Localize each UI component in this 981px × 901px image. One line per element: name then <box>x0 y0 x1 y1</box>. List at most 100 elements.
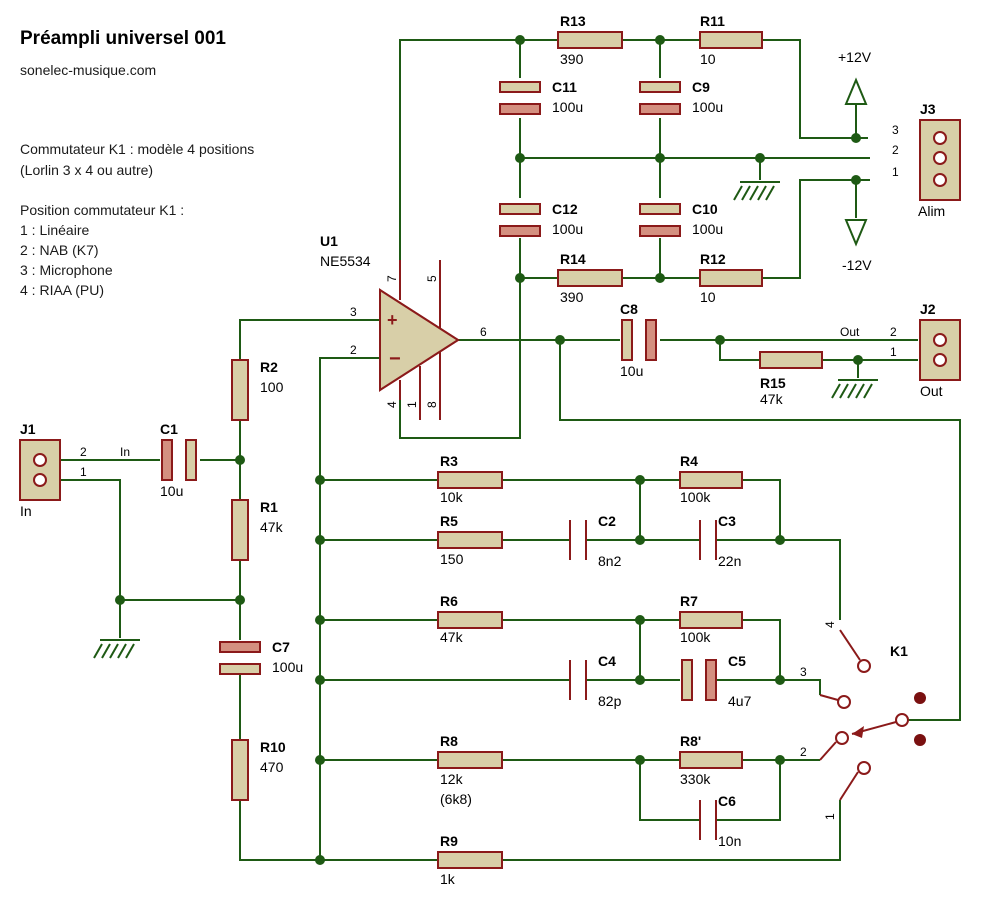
svg-text:3: 3 <box>350 305 357 319</box>
junction-dot <box>775 755 785 765</box>
junction-dot <box>715 335 725 345</box>
svg-text:R11: R11 <box>700 13 725 29</box>
svg-text:12k: 12k <box>440 771 464 787</box>
junction-dot <box>635 475 645 485</box>
resistor-r10: R10 470 <box>231 739 286 801</box>
svg-text:J1: J1 <box>20 421 36 437</box>
svg-text:+12V: +12V <box>838 49 872 65</box>
capacitor-c1: C1 10u <box>160 421 197 499</box>
svg-text:150: 150 <box>440 551 464 567</box>
svg-text:4: 4 <box>823 621 837 628</box>
junction-dot <box>635 615 645 625</box>
svg-text:47k: 47k <box>440 629 464 645</box>
svg-text:8n2: 8n2 <box>598 553 622 569</box>
svg-text:R3: R3 <box>440 453 458 469</box>
junction-dot <box>851 175 861 185</box>
note-line: Position commutateur K1 : <box>20 202 184 218</box>
junction-dot <box>635 675 645 685</box>
svg-text:R5: R5 <box>440 513 458 529</box>
svg-text:10: 10 <box>700 51 716 67</box>
svg-text:100k: 100k <box>680 489 711 505</box>
positive-supply-symbol: +12V <box>838 49 872 105</box>
svg-text:100: 100 <box>260 379 284 395</box>
svg-text:10: 10 <box>700 289 716 305</box>
svg-text:R9: R9 <box>440 833 458 849</box>
svg-text:In: In <box>120 445 130 459</box>
junction-dot <box>235 455 245 465</box>
svg-text:R10: R10 <box>260 739 286 755</box>
svg-text:2: 2 <box>80 445 87 459</box>
svg-text:4: 4 <box>385 401 399 408</box>
svg-text:1k: 1k <box>440 871 456 887</box>
svg-text:K1: K1 <box>890 643 908 659</box>
capacitor-c7: C7 100u <box>219 639 303 675</box>
svg-text:R1: R1 <box>260 499 278 515</box>
svg-text:100u: 100u <box>272 659 303 675</box>
junction-dot <box>755 153 765 163</box>
svg-text:C9: C9 <box>692 79 710 95</box>
svg-text:In: In <box>20 503 32 519</box>
switch-k1: K1 4 3 2 1 <box>800 621 926 820</box>
junction-dot <box>315 855 325 865</box>
svg-text:2: 2 <box>350 343 357 357</box>
svg-text:100k: 100k <box>680 629 711 645</box>
svg-text:10u: 10u <box>620 363 643 379</box>
junction-dot <box>635 535 645 545</box>
notes-block: Commutateur K1 : modèle 4 positions (Lor… <box>20 141 254 298</box>
svg-text:470: 470 <box>260 759 284 775</box>
svg-text:390: 390 <box>560 289 584 305</box>
resistor-r8-prime: R8' 330k <box>679 733 743 787</box>
svg-text:C4: C4 <box>598 653 616 669</box>
svg-text:C8: C8 <box>620 301 638 317</box>
resistor-r4: R4 100k <box>679 453 743 505</box>
capacitor-c4: C4 82p <box>569 653 622 709</box>
note-line: 1 : Linéaire <box>20 222 89 238</box>
note-line: 3 : Microphone <box>20 262 113 278</box>
note-line: 4 : RIAA (PU) <box>20 282 104 298</box>
svg-text:10k: 10k <box>440 489 464 505</box>
note-line: 2 : NAB (K7) <box>20 242 99 258</box>
junction-dot <box>515 153 525 163</box>
opamp-u1: + − U1 NE5534 3 2 6 7 5 4 1 8 <box>320 233 487 420</box>
resistor-r6: R6 47k <box>437 593 503 645</box>
capacitor-c6: C6 10n <box>699 793 741 849</box>
resistor-r5: R5 150 <box>437 513 503 567</box>
svg-text:8: 8 <box>425 401 439 408</box>
svg-text:100u: 100u <box>692 99 723 115</box>
junction-dot <box>315 475 325 485</box>
resistor-r9: R9 1k <box>437 833 503 887</box>
svg-text:(6k8): (6k8) <box>440 791 472 807</box>
svg-text:1: 1 <box>80 465 87 479</box>
svg-text:Alim: Alim <box>918 203 945 219</box>
junctions <box>115 35 863 865</box>
resistor-r7: R7 100k <box>679 593 743 645</box>
svg-text:C11: C11 <box>552 79 577 95</box>
junction-dot <box>775 675 785 685</box>
connector-j2: J2 Out 2 1 Out <box>840 301 961 399</box>
resistor-r15: R15 47k <box>759 351 823 407</box>
svg-text:390: 390 <box>560 51 584 67</box>
svg-text:Out: Out <box>920 383 943 399</box>
junction-dot <box>853 355 863 365</box>
svg-text:3: 3 <box>800 665 807 679</box>
junction-dot <box>315 535 325 545</box>
resistor-r2: R2 100 <box>231 359 284 421</box>
note-line: Commutateur K1 : modèle 4 positions <box>20 141 254 157</box>
junction-dot <box>315 675 325 685</box>
svg-text:J3: J3 <box>920 101 936 117</box>
resistor-r11: R11 10 <box>699 13 763 67</box>
svg-text:C2: C2 <box>598 513 616 529</box>
capacitor-c12: C12 100u <box>499 201 583 237</box>
svg-text:2: 2 <box>800 745 807 759</box>
svg-text:5: 5 <box>425 275 439 282</box>
svg-text:R12: R12 <box>700 251 726 267</box>
svg-text:6: 6 <box>480 325 487 339</box>
svg-text:82p: 82p <box>598 693 622 709</box>
junction-dot <box>655 153 665 163</box>
svg-text:Out: Out <box>840 325 860 339</box>
capacitor-c5: C5 4u7 <box>681 653 752 709</box>
junction-dot <box>515 35 525 45</box>
svg-text:22n: 22n <box>718 553 741 569</box>
svg-text:2: 2 <box>890 325 897 339</box>
